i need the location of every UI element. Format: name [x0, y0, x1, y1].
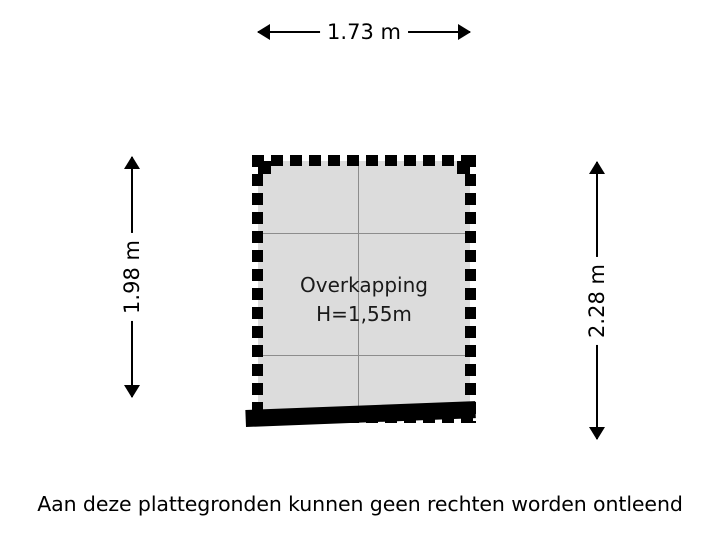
- room-fill: [258, 161, 470, 417]
- grid-line-horizontal: [258, 355, 470, 356]
- corner-post-top-left: [258, 161, 271, 174]
- room-label: Overkapping H=1,55m: [252, 271, 476, 329]
- dimension-left-label: 1.98 m: [118, 233, 146, 321]
- wall-left-dashed: [252, 155, 263, 423]
- dimension-top-horizontal: 1.73 m: [257, 20, 471, 44]
- room-overkapping: Overkapping H=1,55m: [245, 155, 476, 427]
- arrow-left-icon: [257, 24, 270, 40]
- arrow-up-icon: [589, 161, 605, 174]
- room-height: H=1,55m: [316, 302, 412, 326]
- arrow-up-icon: [124, 156, 140, 169]
- wall-top-dashed: [252, 155, 476, 166]
- wall-right-dashed: [465, 155, 476, 423]
- dimension-right-vertical: 2.28 m: [583, 161, 611, 440]
- dimension-top-label: 1.73 m: [320, 20, 408, 44]
- room-name: Overkapping: [300, 273, 428, 297]
- arrow-down-icon: [124, 385, 140, 398]
- disclaimer-text: Aan deze plattegronden kunnen geen recht…: [37, 492, 683, 516]
- dimension-left-vertical: 1.98 m: [118, 156, 146, 398]
- grid-line-vertical: [358, 161, 359, 417]
- dimension-right-label: 2.28 m: [583, 256, 611, 345]
- corner-post-top-right: [457, 161, 470, 174]
- arrow-down-icon: [589, 427, 605, 440]
- arrow-right-icon: [458, 24, 471, 40]
- grid-line-horizontal: [258, 233, 470, 234]
